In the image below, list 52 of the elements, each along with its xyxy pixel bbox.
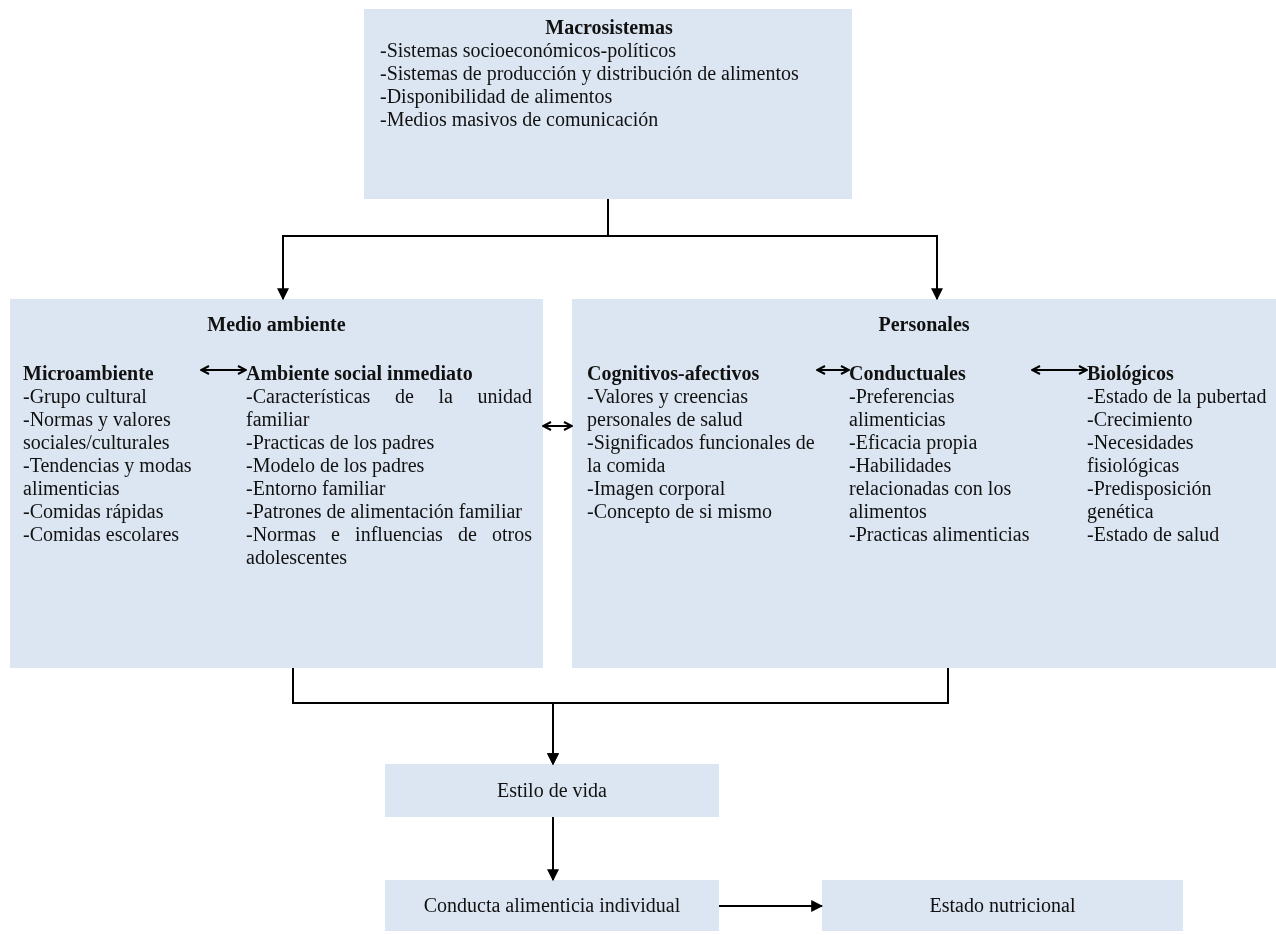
list-item: -Estado de la pubertad xyxy=(1087,385,1268,408)
heading-text: Personales xyxy=(877,313,971,336)
list-item: -Comidas escolares xyxy=(23,523,181,546)
list-item: -Tendencias y modas alimenticias xyxy=(23,454,193,500)
list-item: -Entorno familiar xyxy=(246,477,387,500)
list-item: -Medios masivos de comunicación xyxy=(380,108,660,131)
box-label: Estado nutricional xyxy=(929,894,1076,917)
group-panel xyxy=(10,299,543,668)
double-arrow xyxy=(542,421,573,431)
list-item: -Disponibilidad de alimentos xyxy=(380,85,614,108)
list-item: -Practicas alimenticias xyxy=(849,523,1031,546)
list-item: -Características de la unidad familiar xyxy=(246,385,532,431)
arrow xyxy=(547,667,949,766)
list-item: -Crecimiento xyxy=(1087,408,1194,431)
list-item: -Eficacia propia xyxy=(849,431,979,454)
heading-text: Microambiente xyxy=(23,362,155,385)
heading-text: Medio ambiente xyxy=(206,313,347,336)
list-item: -Patrones de alimentación familiar xyxy=(246,500,523,523)
list-item: -Preferencias alimenticias xyxy=(849,385,956,431)
list-item: -Comidas rápidas xyxy=(23,500,165,523)
process-box xyxy=(385,764,719,817)
arrow xyxy=(718,900,824,912)
double-arrow xyxy=(816,365,850,375)
list-item: -Sistemas socioeconómicos-políticos xyxy=(380,39,678,62)
list-item: -Habilidades relacionadas con los alimentos xyxy=(849,454,1013,523)
list-item: -Significados funcionales de la comida xyxy=(587,431,816,477)
group-panel xyxy=(572,299,1276,668)
list-item: -Necesidades fisiológicas xyxy=(1087,431,1195,477)
box-label: Conducta alimenticia individual xyxy=(423,894,681,917)
heading-text: Ambiente social inmediato xyxy=(246,362,474,385)
process-box xyxy=(385,880,719,931)
list-item: -Modelo de los padres xyxy=(246,454,426,477)
list-item: -Valores y creencias personales de salud xyxy=(587,385,750,431)
double-arrow xyxy=(1031,365,1088,375)
heading-text: Biológicos xyxy=(1087,362,1175,385)
list-item: -Normas y valores sociales/culturales xyxy=(23,408,172,454)
process-box xyxy=(364,9,852,199)
double-arrow xyxy=(200,365,247,375)
arrow xyxy=(547,816,559,882)
heading-text: Conductuales xyxy=(849,362,967,385)
list-item: -Grupo cultural xyxy=(23,385,148,408)
list-item: -Normas e influencias de otros adolescentes xyxy=(246,523,532,569)
list-item: -Imagen corporal xyxy=(587,477,727,500)
heading-text: Macrosistemas xyxy=(544,16,674,39)
process-box xyxy=(822,880,1183,931)
heading-text: Cognitivos-afectivos xyxy=(587,362,761,385)
list-item: -Concepto de si mismo xyxy=(587,500,773,523)
list-item: -Practicas de los padres xyxy=(246,431,436,454)
box-label: Estilo de vida xyxy=(497,779,607,802)
list-item: -Estado de salud xyxy=(1087,523,1221,546)
list-item: -Predisposición genética xyxy=(1087,477,1213,523)
list-item: -Sistemas de producción y distribución de alimentos xyxy=(380,62,800,85)
